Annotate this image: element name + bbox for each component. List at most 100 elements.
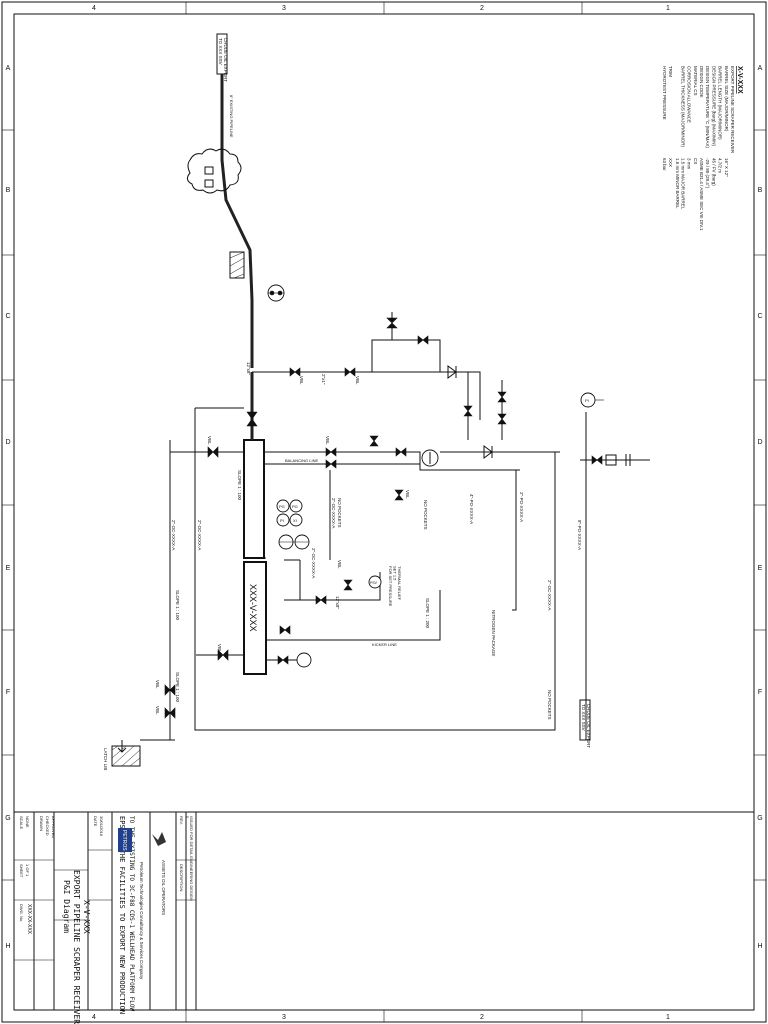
valve-left-3 xyxy=(164,684,176,696)
client-note: ASSETS OIL OPERATORS xyxy=(161,860,166,915)
size-label-3: 2"x1" xyxy=(321,374,326,385)
line-label-2: 2"-OC-XXXX-A xyxy=(171,520,176,550)
approved-label: APPROVED xyxy=(51,816,56,838)
design-data-value: 63 bar xyxy=(662,158,667,171)
grid-left-b: B xyxy=(6,187,11,194)
check-valve-upper xyxy=(447,365,457,379)
grid-bottom-4: 1 xyxy=(666,1014,670,1021)
slope-label-3: SLOPE 1 : 100 xyxy=(175,590,180,621)
valve-main-inlet xyxy=(246,411,258,427)
grid-right-f: F xyxy=(758,689,762,696)
valve-lower-1 xyxy=(277,655,289,665)
design-data-label: HYDROTEST PRESSURE xyxy=(662,66,667,120)
pg-1-label: PG xyxy=(279,504,285,509)
valve-upper-1 xyxy=(386,317,398,329)
utility-reducer xyxy=(605,454,617,466)
doc-type: P&I Diagram xyxy=(62,880,71,933)
nitrogen-package-label: NITROGEN PACKAGE xyxy=(491,610,496,656)
vbl-upper-1: VBL xyxy=(299,376,304,385)
vbl-mid-1: VBL xyxy=(325,436,330,445)
valve-psv-inlet xyxy=(315,595,327,605)
grid-right-h: H xyxy=(757,943,762,950)
design-data-value: 4.7/2 m xyxy=(718,158,723,173)
upper-right-piping: VBL VBL 2"x1" PI xyxy=(252,312,650,466)
drawing-title: EXPORT PIPELINE SCRAPER RECEIVER xyxy=(72,870,81,1024)
scale-label: SCALE xyxy=(19,816,24,829)
pg-2-label: PG xyxy=(292,504,298,509)
cloud-valve-1 xyxy=(204,166,214,175)
slope-label-4: SLOPE 1 : 100 xyxy=(175,672,180,703)
grid-right-g: G xyxy=(757,815,762,822)
valve-balancing-2 xyxy=(325,459,337,469)
dwg-no-value: XXX-XX-XXX xyxy=(26,904,32,935)
design-data-label: EXPORT PIPELINE SCRAPER RECEIVER xyxy=(730,66,735,154)
left-drain-piping: VBL VBL VBL VBL LATCH LIB xyxy=(103,436,244,770)
design-data-value: XXX xyxy=(668,158,673,167)
design-data-value: -29 / 80 (28.4°) xyxy=(705,158,710,189)
design-data-label: BARREL THICKNESS (MAJOR/MINOR) xyxy=(680,66,685,148)
title-block: SCALE NONE SHEET 1 OF 1 DWG. No. XXX-XX-… xyxy=(13,811,755,1024)
instrument-xi-2 xyxy=(289,513,303,527)
description-label: DESCRIPTION xyxy=(179,864,184,891)
line-label-9: 2"-OC-XXXX-A xyxy=(547,580,552,610)
line-label-6: 2"-OC-XXXX-A xyxy=(331,498,336,528)
receiver-major-barrel xyxy=(243,439,265,559)
balancing-line-label: BALANCING LINE xyxy=(285,458,318,463)
sheet-label: SHEET xyxy=(19,864,24,878)
upstream-note: 8" EXISTING PIPELINE xyxy=(229,95,234,138)
grid-left-d: D xyxy=(5,439,10,446)
design-data-tag: X-V-XXX xyxy=(736,66,743,94)
line-label-3: 2"-OC-XXXX-A xyxy=(311,548,316,578)
cloud-valve-2 xyxy=(204,179,214,188)
design-data-label: DESIGN PRESSURE (barg) (MAX/MIN) xyxy=(711,66,716,147)
sheet-value: 1 OF 1 xyxy=(25,864,30,877)
valve-left-1 xyxy=(207,446,219,458)
grid-right-b: B xyxy=(758,187,763,194)
design-data-value: 16" X 12" xyxy=(724,158,729,177)
grid-left-a: A xyxy=(6,65,11,72)
drawn-label: DRAWN xyxy=(39,816,44,831)
slope-label-1: SLOPE 1 : 100 xyxy=(237,470,242,501)
receiver-minor-barrel xyxy=(243,561,267,675)
valve-right-2 xyxy=(497,391,507,403)
pipeline-segment-1 xyxy=(220,74,254,368)
size-label-1: 12"x8" xyxy=(246,362,251,375)
design-data-value: CS xyxy=(693,158,698,164)
vbl-left-4: VBL xyxy=(155,706,160,715)
no-pockets-1: NO POCKETS xyxy=(423,500,428,530)
vbl-left-3: VBL xyxy=(155,680,160,689)
valve-right-1 xyxy=(463,405,473,417)
scraper-receiver: XXX-V-XXX SLOPE 1 : 100 xyxy=(237,372,267,675)
rev-value: 0 xyxy=(185,816,190,819)
vessel-label: XXX-V-XXX xyxy=(248,584,258,632)
valve-utility-1 xyxy=(591,455,603,465)
scale-value: NONE xyxy=(25,816,30,828)
valve-upper-2 xyxy=(417,335,429,345)
grid-left-h: H xyxy=(5,943,10,950)
latch-note: LATCH LIB xyxy=(103,748,108,770)
grid-left-g: G xyxy=(5,815,10,822)
middle-piping: BALANCING LINE VBL NITROGEN PACKAGE 2"-P… xyxy=(171,407,591,748)
grid-left-e: E xyxy=(6,565,11,572)
downstream-tag-box xyxy=(579,699,591,741)
date-value: 30/01/2016 xyxy=(99,816,104,837)
checked-label: CHECKED xyxy=(45,816,50,836)
design-data-label: DESIGN TEMPERATURE °C (MIN/MAX) xyxy=(705,66,710,148)
no-pockets-3: NO POCKETS xyxy=(337,498,342,528)
no-pockets-2: NO POCKETS xyxy=(547,690,552,720)
valve-upper-3 xyxy=(289,367,301,377)
kicker-line-label: KICKER LINE xyxy=(372,642,397,647)
instrument-pg-2 xyxy=(289,499,303,513)
valve-balancing-1 xyxy=(325,447,337,457)
vbl-upper-2: VBL xyxy=(355,376,360,385)
design-data-label: CORROSION ALLOWANCE xyxy=(687,66,692,123)
design-data-value: 3 mm xyxy=(687,158,692,170)
valve-psv-2 xyxy=(343,579,353,591)
vbl-psv: VBL xyxy=(337,560,342,569)
line-label-8: 2"-PO-XXXX-A xyxy=(519,492,524,522)
grid-labels: 4 3 2 1 4 3 2 1 A B C D E F G H A B C D … xyxy=(5,5,762,1021)
